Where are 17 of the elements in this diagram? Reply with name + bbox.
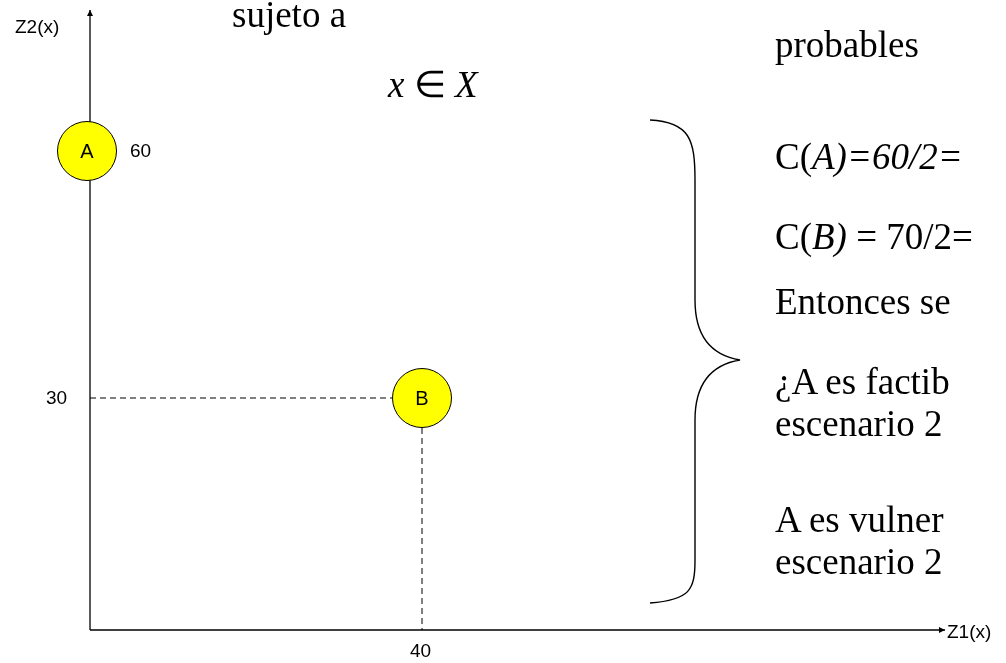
text: ¿A es factib escenario 2	[775, 361, 951, 445]
math-text: C(A)=60/2=	[775, 136, 963, 178]
value-label: 60	[130, 140, 152, 162]
text: Entonces se	[775, 281, 951, 323]
math-text: C(B) = 70/2=	[775, 216, 973, 258]
tick-label: 30	[46, 387, 68, 409]
point-label: B	[415, 386, 429, 410]
text: A es vulner escenario 2	[775, 499, 945, 583]
point-circle	[57, 121, 117, 181]
point-circle	[392, 368, 452, 428]
point-label: A	[80, 139, 94, 163]
axis-label: Z1(x)	[947, 621, 992, 643]
tick-label: 40	[410, 640, 432, 662]
text: sujeto a	[232, 0, 347, 36]
axis-label: Z2(x)	[15, 16, 60, 38]
text: probables	[775, 24, 919, 66]
math-text: x ∈ X	[388, 64, 478, 106]
